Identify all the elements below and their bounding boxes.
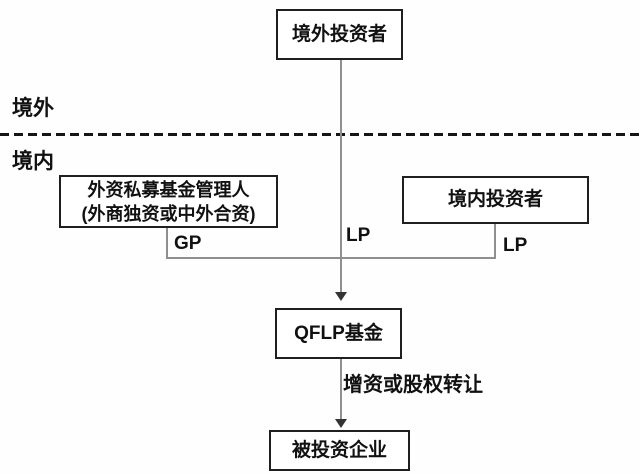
edge-horizontal-connector-line	[166, 257, 496, 259]
node-domestic-investor-label: 境内投资者	[447, 189, 543, 210]
node-fund-manager-label-line1: 外资私募基金管理人	[87, 179, 250, 200]
node-fund-manager-label-line2: (外商独资或中外合资)	[81, 203, 256, 224]
edge-label-capital-increase-or-equity-transfer: 增资或股权转让	[343, 374, 483, 396]
edge-label-lp-right: LP	[503, 235, 528, 256]
edge-fund-manager-drop-line	[166, 228, 168, 259]
edge-qflp-to-investee-line	[340, 359, 342, 420]
arrowhead-into-qflp-fund-icon	[335, 292, 347, 301]
node-offshore-investor: 境外投资者	[276, 9, 403, 60]
node-offshore-investor-label: 境外投资者	[291, 23, 387, 45]
region-label-offshore: 境外	[12, 97, 54, 120]
offshore-onshore-dashed-divider	[0, 133, 640, 136]
edge-offshore-investor-to-qflp-line	[340, 60, 342, 293]
node-investee-enterprise: 被投资企业	[269, 430, 410, 471]
node-qflp-fund: QFLP基金	[275, 308, 402, 359]
region-label-onshore: 境内	[12, 150, 54, 173]
node-domestic-investor: 境内投资者	[402, 176, 589, 224]
node-foreign-private-fund-manager: 外资私募基金管理人 (外商独资或中外合资)	[59, 175, 278, 228]
edge-domestic-investor-drop-line	[494, 224, 496, 259]
arrowhead-into-investee-icon	[335, 419, 347, 428]
node-qflp-fund-label: QFLP基金	[294, 322, 383, 344]
node-investee-enterprise-label: 被投资企业	[291, 439, 387, 461]
edge-label-gp: GP	[174, 233, 202, 254]
edge-label-lp-center: LP	[346, 225, 371, 246]
